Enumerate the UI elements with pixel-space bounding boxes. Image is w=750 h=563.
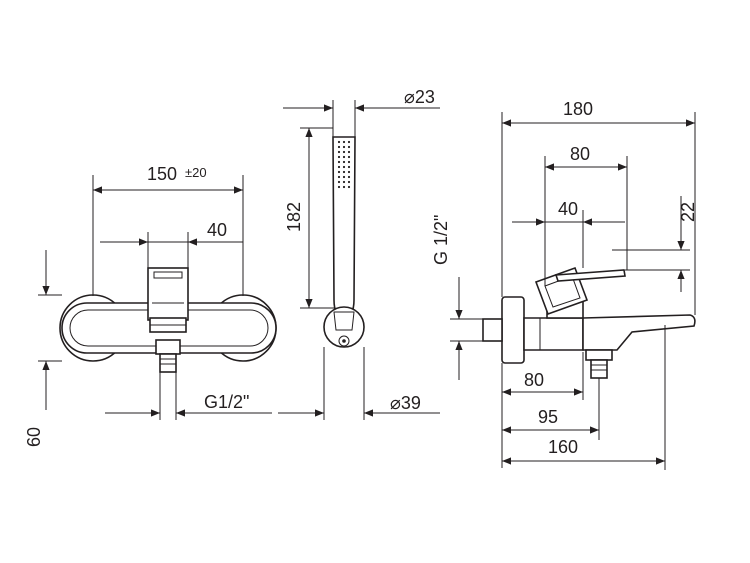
- dim-d23: ⌀23: [404, 87, 435, 107]
- dim-22: 22: [678, 202, 698, 222]
- handshower-body: [332, 136, 356, 321]
- wall-holder: [323, 306, 365, 348]
- side-outlet-nipple: [590, 359, 608, 379]
- side-inlet: [482, 318, 503, 342]
- side-escutcheon: [501, 296, 525, 364]
- side-lever-handle: [554, 269, 626, 282]
- dim-180: 180: [563, 99, 593, 119]
- dim-150-tolerance: ±20: [185, 165, 207, 180]
- side-view: 180 80 40 22 G 1/2" 80 95: [431, 99, 698, 470]
- dim-40-side: 40: [558, 199, 578, 219]
- dim-g12-front: G1/2": [204, 392, 249, 412]
- dim-150: 150: [147, 164, 177, 184]
- lever-top-detail: [153, 271, 183, 279]
- dim-60: 60: [24, 427, 44, 447]
- spray-holes: [337, 140, 351, 189]
- holder-screw: [338, 335, 350, 347]
- dim-95: 95: [538, 407, 558, 427]
- outlet-base: [155, 339, 181, 355]
- side-outlet-base: [585, 349, 613, 361]
- dim-80-bottom: 80: [524, 370, 544, 390]
- side-spout: [582, 314, 696, 351]
- dim-d39: ⌀39: [390, 393, 421, 413]
- dim-80-top: 80: [570, 144, 590, 164]
- dim-160: 160: [548, 437, 578, 457]
- front-view: 150 ±20 40 60 G1/2": [24, 164, 277, 447]
- side-body: [523, 317, 584, 351]
- dim-g12-side: G 1/2": [431, 215, 451, 265]
- dim-182: 182: [284, 202, 304, 232]
- outlet-nipple: [159, 353, 177, 373]
- handshower-view: ⌀23 182 ⌀39: [278, 87, 440, 420]
- dim-40-front: 40: [207, 220, 227, 240]
